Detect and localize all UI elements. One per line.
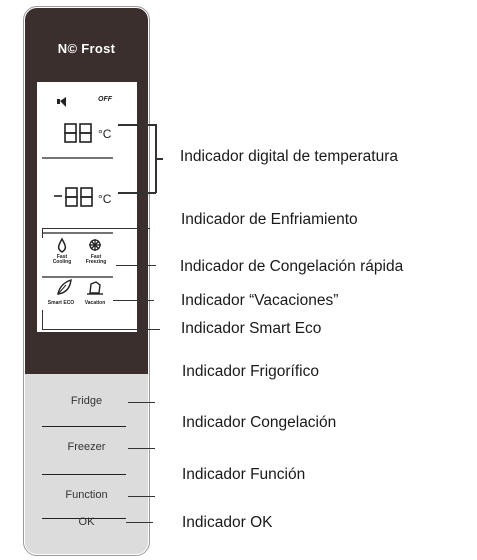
freezer-unit-label: °C — [98, 192, 112, 206]
annotation-digital-temperature: Indicador digital de temperatura — [180, 148, 398, 165]
off-indicator: OFF — [98, 96, 112, 103]
fast-freezing-icon — [89, 239, 101, 251]
fridge-temp-digits — [64, 123, 92, 143]
annotation-vacation: Indicador “Vacaciones” — [181, 292, 339, 309]
freezer-temp-digits — [54, 187, 93, 207]
smart-eco-leaf-icon — [57, 278, 72, 295]
divider — [42, 518, 126, 520]
alarm-icon — [57, 97, 66, 107]
annotation-smart-eco: Indicador Smart Eco — [181, 320, 322, 337]
brand-logo: N© Frost — [57, 41, 116, 56]
annotation-ok: Indicador OK — [182, 514, 273, 531]
annotation-fast-freezing: Indicador de Congelación rápida — [180, 258, 404, 275]
panel-button-section — [25, 374, 148, 554]
function-button[interactable]: Function — [65, 489, 108, 501]
fridge-unit-label: °C — [98, 127, 112, 141]
annotation-fridge: Indicador Frigorífico — [182, 363, 319, 380]
vacation-label: Vacation — [84, 300, 106, 306]
fast-freezing-label: Fast Freezing — [85, 254, 107, 266]
ok-button[interactable]: OK — [78, 516, 95, 528]
smart-eco-label: Smart ECO — [47, 300, 75, 306]
annotation-function: Indicador Función — [182, 466, 306, 483]
fast-cooling-icon — [57, 237, 67, 253]
annotation-freezer: Indicador Congelación — [182, 414, 337, 431]
fridge-button[interactable]: Fridge — [70, 395, 103, 407]
annotation-cooling: Indicador de Enfriamiento — [181, 211, 358, 228]
vacation-icon — [87, 281, 103, 295]
divider — [42, 474, 126, 476]
freezer-button[interactable]: Freezer — [67, 441, 106, 453]
fast-cooling-label: Fast Cooling — [52, 254, 72, 266]
divider — [42, 426, 126, 428]
